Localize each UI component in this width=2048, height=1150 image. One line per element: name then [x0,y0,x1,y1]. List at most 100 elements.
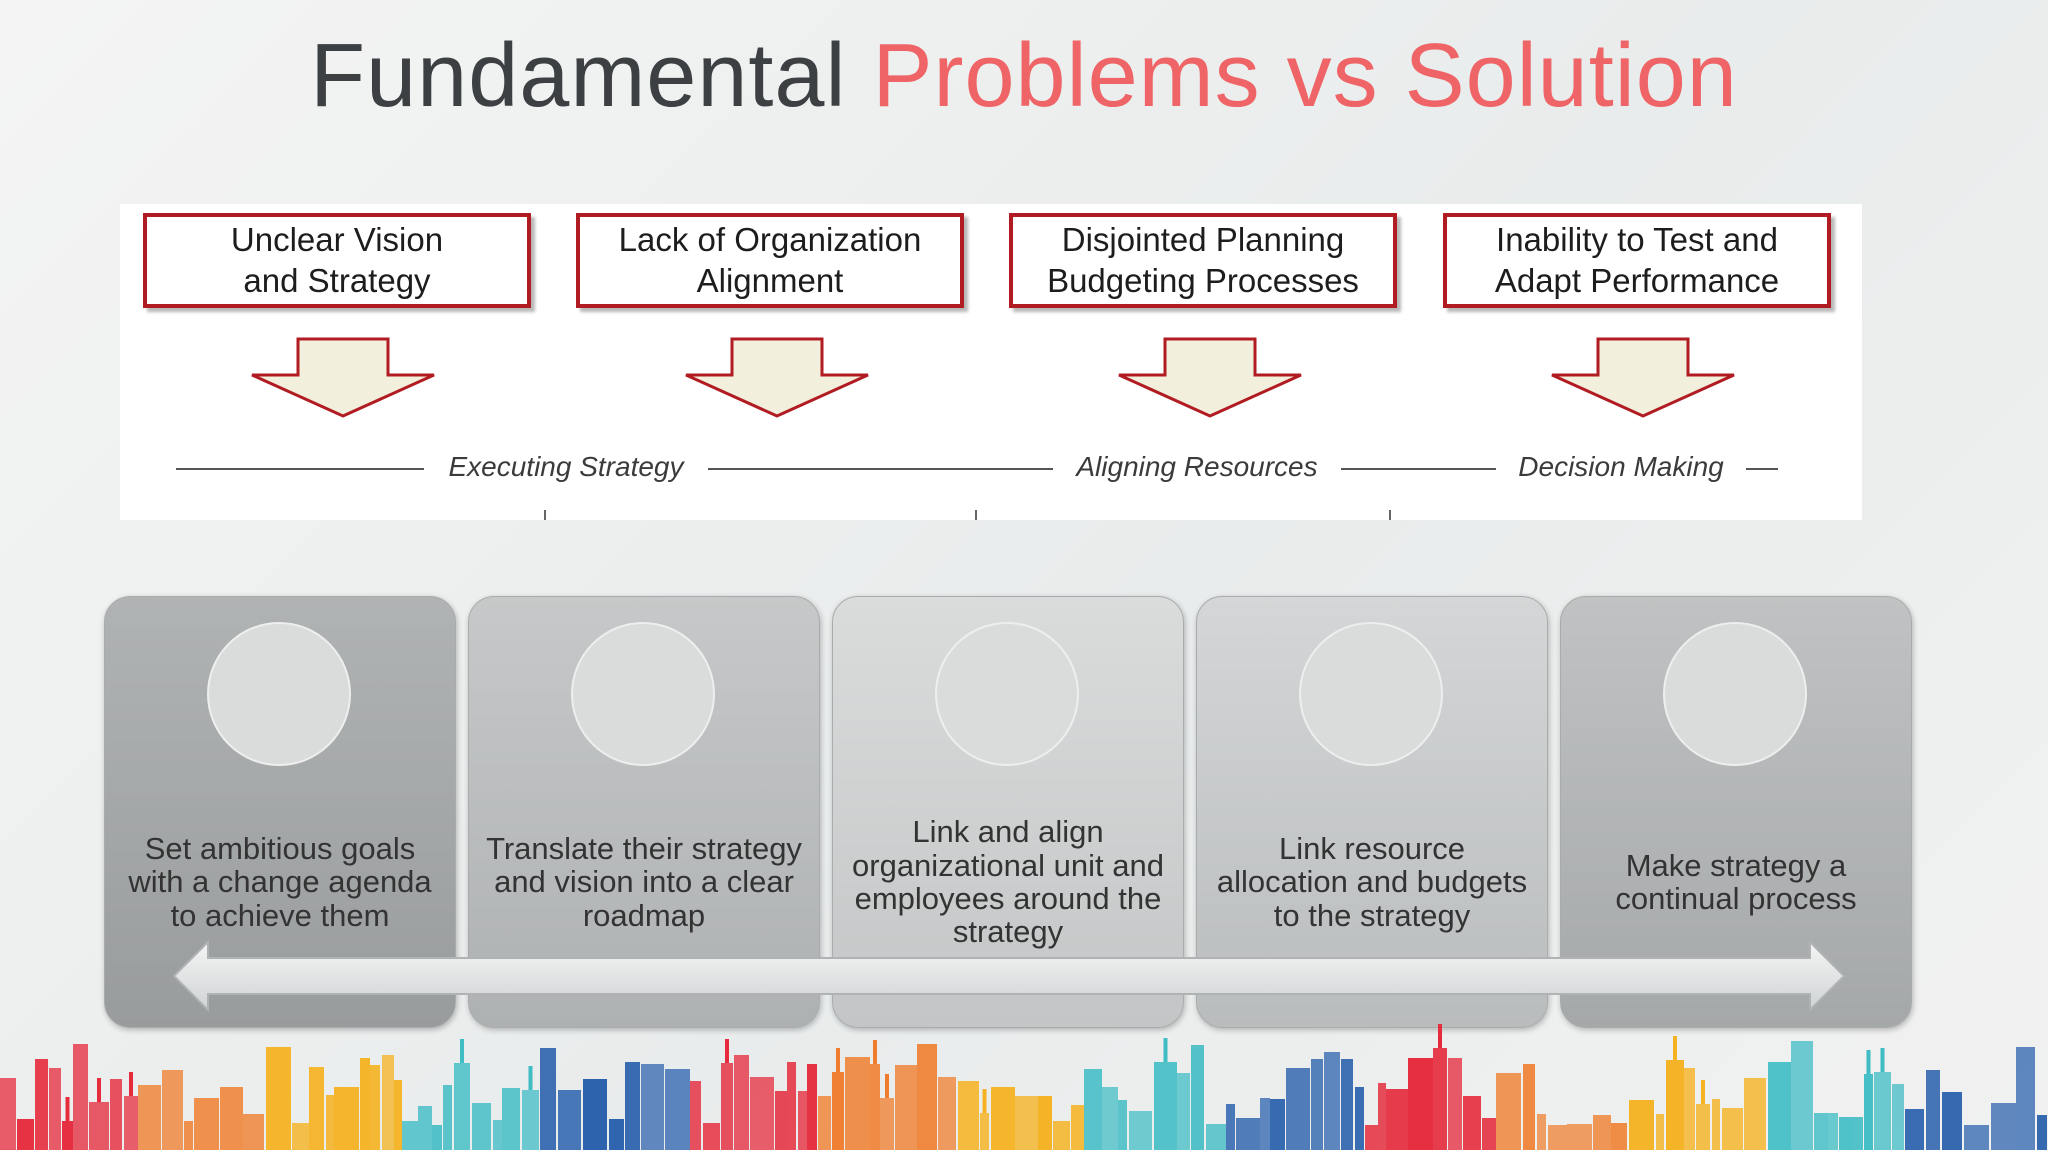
skyline-building [1226,1104,1235,1150]
solution-card: Make strategy a continual process [1560,596,1912,1028]
skyline-building [1791,1041,1813,1150]
down-arrow-icon [1551,337,1735,418]
skyline-spire [129,1072,133,1096]
skyline-building [1084,1069,1102,1150]
skyline-building [880,1098,894,1150]
skyline-building [845,1057,870,1150]
problem-box-vision: Unclear Vision and Strategy [143,213,531,308]
skyline-building [2037,1115,2047,1150]
skyline-building [1523,1064,1535,1150]
category-label-decision: Decision Making [1518,451,1724,482]
skyline-building [334,1087,359,1150]
skyline-building [583,1079,607,1150]
skyline-building [703,1123,720,1150]
solution-text-wrap: Translate their strategy and vision into… [477,787,811,977]
skyline-building [917,1044,937,1150]
city-skyline-decoration [0,1024,2047,1150]
skyline-building [558,1090,581,1150]
skyline-building [502,1088,520,1150]
circle-placeholder [935,622,1079,766]
solution-card: Set ambitious goals with a change agenda… [104,596,456,1028]
skyline-building [1593,1115,1611,1150]
skyline-building [1324,1052,1340,1150]
skyline-building [958,1081,979,1150]
skyline-building [1378,1083,1386,1150]
skyline-building [1696,1104,1710,1150]
problem-label: Disjointed Planning Budgeting Processes [1047,221,1359,299]
skyline-building [309,1067,324,1150]
skyline-building [1905,1109,1924,1150]
skyline-building [775,1091,787,1150]
tick-mark [975,510,977,520]
divider-line [176,468,424,470]
skyline-building [110,1079,122,1150]
skyline-building [870,1064,880,1150]
skyline-building [1611,1123,1627,1150]
skyline-building [1744,1078,1766,1150]
skyline-building [1463,1096,1481,1150]
skyline-spire [1701,1080,1705,1104]
skyline-building [980,1113,989,1150]
skyline-building [1260,1098,1270,1150]
skyline-building [472,1103,491,1150]
solution-text-wrap: Make strategy a continual process [1569,787,1903,977]
skyline-building [1722,1108,1743,1150]
slide-title: Fundamental Problems vs Solution [0,22,2048,130]
skyline-building [35,1059,48,1150]
skyline-building [1828,1113,1838,1150]
divider-line [1746,468,1778,470]
solution-card: Translate their strategy and vision into… [468,596,820,1028]
solution-text-wrap: Link resource allocation and budgets to … [1205,787,1539,977]
skyline-building [49,1068,61,1150]
skyline-building [1286,1068,1310,1150]
skyline-building [292,1123,309,1150]
skyline-building [540,1048,556,1150]
skyline-building [382,1055,394,1150]
solution-card: Link and align organizational unit and e… [832,596,1184,1028]
skyline-building [124,1096,138,1150]
skyline-building [1712,1099,1720,1150]
skyline-building [394,1080,402,1150]
skyline-building [832,1072,844,1150]
skyline-building [1154,1062,1177,1150]
skyline-building [1129,1111,1152,1150]
skyline-building [454,1063,470,1150]
divider-line [708,468,1053,470]
skyline-building [1206,1124,1226,1150]
circle-placeholder [1663,622,1807,766]
circle-placeholder [1299,622,1443,766]
skyline-building [1408,1058,1433,1150]
skyline-building [360,1058,370,1150]
skyline-building [432,1125,442,1150]
skyline-building [1567,1124,1592,1150]
skyline-building [1666,1060,1684,1150]
solution-text: Set ambitious goals with a change agenda… [128,830,432,933]
problem-box-alignment: Lack of Organization Alignment [576,213,964,308]
skyline-building [370,1065,380,1150]
skyline-building [1548,1125,1567,1150]
skyline-spire [1163,1038,1168,1062]
solution-text: Make strategy a continual process [1615,847,1857,916]
solution-text: Link and align organizational unit and e… [852,814,1164,950]
skyline-building [138,1085,161,1150]
skyline-building [1355,1087,1364,1150]
circle-placeholder [571,622,715,766]
skyline-building [243,1114,264,1150]
skyline-building [326,1095,334,1150]
skyline-building [1926,1070,1940,1150]
skyline-building [1496,1073,1521,1150]
skyline-building [1311,1059,1323,1150]
skyline-building [807,1064,817,1150]
skyline-building [0,1078,16,1150]
skyline-building [734,1055,749,1150]
down-arrow-icon [1118,337,1302,418]
skyline-building [1814,1113,1828,1150]
solution-text-wrap: Link and align organizational unit and e… [841,787,1175,977]
skyline-building [818,1096,831,1150]
skyline-building [1053,1121,1070,1150]
skyline-building [1853,1117,1863,1150]
skyline-building [443,1085,452,1150]
skyline-building [1433,1048,1447,1150]
skyline-building [1365,1125,1378,1150]
solution-text: Link resource allocation and budgets to … [1216,830,1528,933]
